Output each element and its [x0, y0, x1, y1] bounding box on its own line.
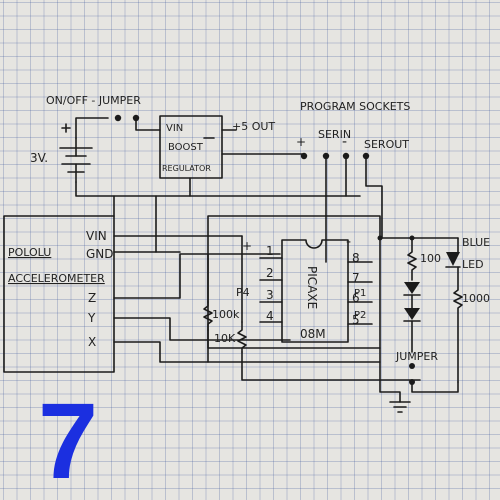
serout-label: SEROUT [364, 138, 409, 151]
picaxe-label: PICAXE [305, 266, 319, 309]
pin6-label: 6 [352, 291, 360, 305]
resistor-10k [237, 321, 247, 353]
battery-symbol [59, 123, 93, 183]
blue-led-diode [446, 252, 460, 266]
wire-battery-pos [75, 117, 109, 139]
pin7-label: 7 [352, 271, 360, 285]
socket-minus-label: - [342, 134, 347, 150]
picaxe-chip [281, 239, 349, 343]
wire-jumper2 [411, 381, 459, 393]
regulator-label: REGULATOR [162, 164, 211, 173]
out-label: +5 OUT [232, 120, 275, 133]
accel-vin-label: VIN [86, 229, 107, 243]
p1-label: P1 [354, 288, 366, 299]
pin5-label: 5 [352, 313, 360, 327]
pin4-label: 4 [266, 309, 274, 323]
pin1-label: 1 [266, 244, 274, 258]
wire-ground-rail [75, 181, 361, 197]
model-label: 08M [300, 327, 326, 341]
r100k-label: 100k [212, 308, 240, 321]
battery-label: 3V. [30, 151, 48, 165]
resistor-100k [203, 301, 213, 331]
resistor-100 [407, 237, 417, 281]
wire-res-10k [241, 235, 421, 381]
blue-label: BLUE [462, 236, 490, 249]
led-diode-1 [404, 282, 420, 294]
pin3-label: 3 [266, 288, 274, 302]
step-number: 7 [38, 380, 98, 500]
onoff-jumper-label: ON/OFF - JUMPER [46, 94, 141, 107]
accelerometer-box [3, 215, 115, 373]
boost-regulator-box [159, 115, 223, 179]
pololu-label: POLOLU [8, 246, 51, 259]
boost-label: BOOST [168, 142, 204, 153]
p4-label: P4 [236, 286, 250, 299]
led-label: LED [462, 258, 484, 271]
vplus-label: + [242, 239, 252, 253]
accel-z-label: Z [88, 291, 96, 305]
socket-pin [300, 152, 308, 160]
jumper-pin [114, 114, 122, 122]
pin8-label: 8 [352, 251, 360, 265]
resistor-1000 [453, 237, 463, 383]
led-diode-2 [404, 308, 420, 320]
program-sockets-label: PROGRAM SOCKETS [300, 100, 410, 113]
accel-x-label: X [88, 335, 96, 349]
wire-serout [365, 155, 383, 239]
wire-accel-y [113, 317, 291, 341]
ground-symbol [389, 401, 411, 413]
pin2-label: 2 [266, 266, 274, 280]
p2-label: P2 [354, 310, 366, 321]
socket-plus-label: + [296, 135, 306, 149]
accel-gnd-label: GND [86, 247, 114, 261]
accelerometer-label: ACCELEROMETER [8, 272, 105, 285]
wire-ground [379, 347, 401, 403]
accel-y-label: Y [87, 311, 96, 325]
wire-accel-z [113, 253, 281, 299]
wire-accel-x [113, 341, 381, 363]
r10k-label: 10K [214, 332, 236, 345]
r100-label: 100 [420, 252, 441, 265]
jumper2-label: JUMPER [395, 350, 438, 363]
serin-label: SERIN [318, 128, 351, 141]
vminus-label: - [346, 234, 351, 250]
wire-to-vin [135, 117, 161, 131]
regulator-vin-label: VIN [166, 123, 183, 134]
jumper2-pin [409, 363, 415, 369]
r1000-label: 1000 [462, 292, 490, 305]
